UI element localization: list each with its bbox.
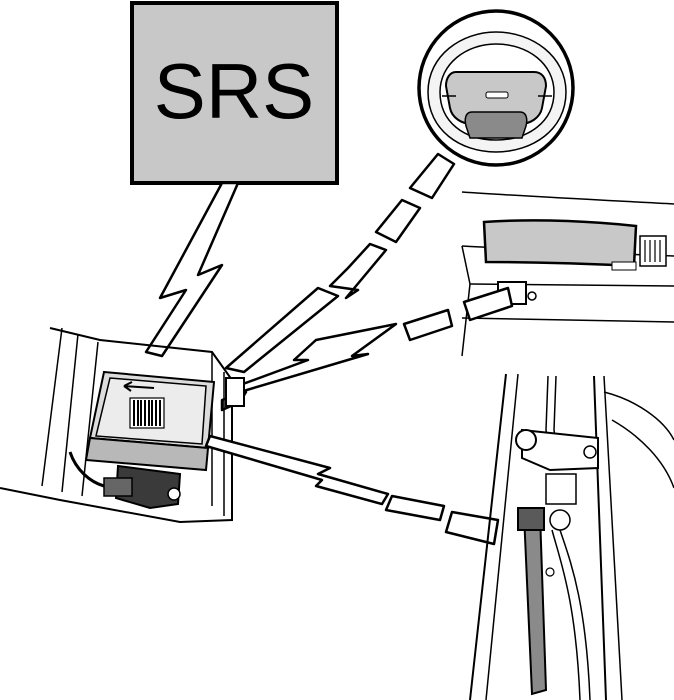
tensioner-clip <box>546 568 554 576</box>
module-housing-right <box>212 352 224 516</box>
link-segment <box>410 154 454 198</box>
link-segment <box>376 200 420 242</box>
dashboard-top-line <box>462 192 674 204</box>
retractor-spool <box>516 430 536 450</box>
module-barcode <box>130 398 164 428</box>
tensioner-connector <box>550 510 570 530</box>
lightning-link-seat-belt <box>206 436 498 544</box>
pillar-outline-right <box>594 376 606 700</box>
link-segment <box>464 288 512 320</box>
module-connector-plug <box>104 478 132 496</box>
retractor-bolt <box>584 446 596 458</box>
lightning-link-warning-light <box>146 183 238 356</box>
tensioner-head <box>518 508 544 530</box>
link-segment <box>386 496 444 520</box>
airbag-emblem <box>486 92 508 98</box>
module-housing-inner <box>42 328 98 496</box>
passenger-airbag <box>462 192 674 356</box>
seat-belt-tensioner <box>470 374 674 700</box>
retractor-bracket <box>546 474 576 504</box>
airbag-indicator <box>612 262 636 270</box>
link-segment <box>330 244 386 298</box>
airbag-cover-lower <box>465 112 527 138</box>
link-segment <box>206 436 388 504</box>
srs-label: SRS <box>154 47 314 135</box>
tensioner-tube <box>524 514 546 694</box>
passenger-airbag-cover <box>484 220 636 266</box>
dashboard-vent <box>640 236 666 266</box>
link-segment <box>404 310 452 340</box>
steering-wheel-airbag <box>419 11 573 165</box>
dashboard-lower-line-2 <box>462 318 674 322</box>
module-bracket <box>226 378 244 406</box>
module-mount-screw <box>168 488 180 500</box>
door-curve <box>604 392 674 488</box>
srs-warning-light: SRS <box>132 3 337 183</box>
dashboard-connector-screw <box>528 292 536 300</box>
srs-control-module <box>0 328 244 522</box>
tensioner-wire <box>552 530 590 700</box>
